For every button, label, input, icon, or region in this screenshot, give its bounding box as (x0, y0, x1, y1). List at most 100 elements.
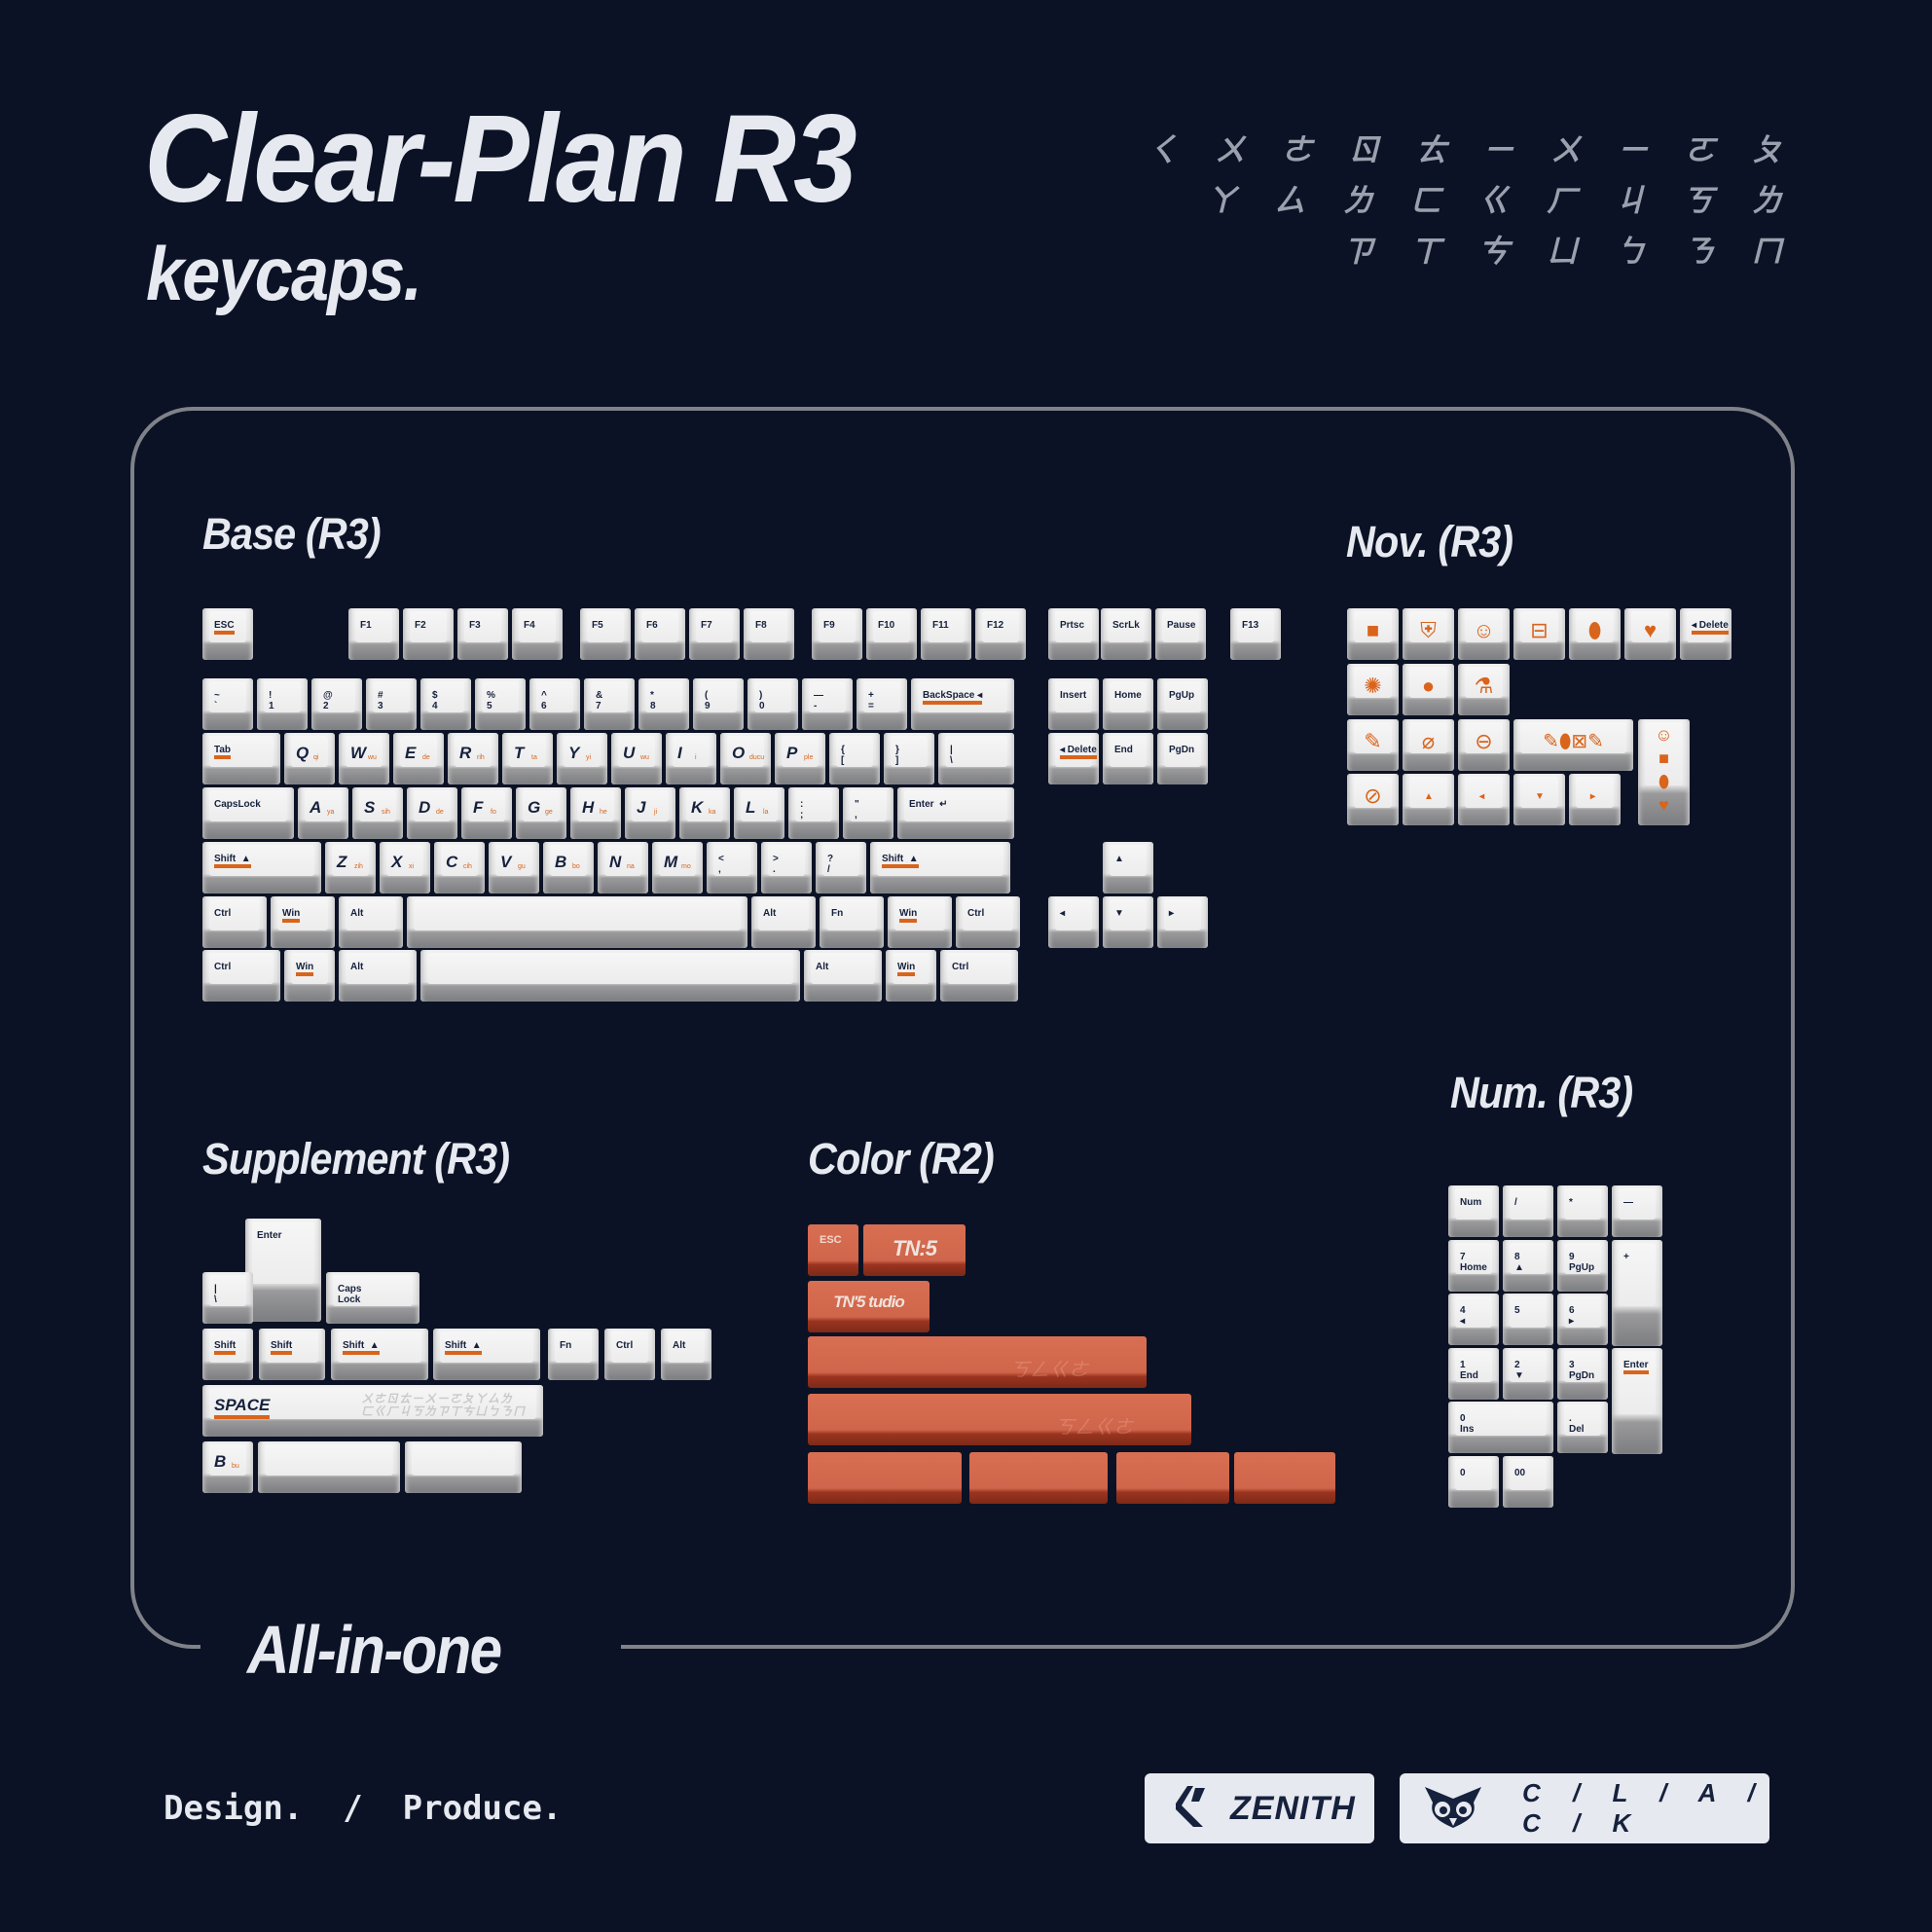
color-logo-key[interactable]: TN'5 tudio (808, 1281, 930, 1332)
numpad-key[interactable]: / (1503, 1185, 1553, 1237)
numpad-key[interactable]: * (1557, 1185, 1608, 1237)
keycap-nav[interactable]: PgDn (1157, 733, 1208, 784)
novelty-key[interactable]: ☺ (1458, 608, 1510, 660)
keycap-modifier[interactable]: Win (284, 950, 335, 1002)
keycap-modifier[interactable]: Win (271, 896, 335, 948)
novelty-key[interactable]: ⊖ (1458, 719, 1510, 771)
keycap-modifier[interactable]: Win (886, 950, 936, 1002)
blank-keycap[interactable] (405, 1441, 522, 1493)
keycap-number-row[interactable]: # 3 (366, 678, 417, 730)
keycap-modifier[interactable]: Ctrl (940, 950, 1018, 1002)
numpad-key[interactable]: 9 PgUp (1557, 1240, 1608, 1292)
novelty-key[interactable]: ✎⬮⊠✎ (1513, 719, 1633, 771)
color-logo-key[interactable]: TN:5 (863, 1224, 966, 1276)
novelty-delete-key[interactable]: ◂ Delete (1680, 608, 1732, 660)
keycap-capslock[interactable]: Caps Lock (326, 1272, 419, 1324)
keycap-f-row[interactable]: F11 (921, 608, 971, 660)
numpad-key[interactable]: 1 End (1448, 1348, 1499, 1400)
novelty-key[interactable]: ⊟ (1513, 608, 1565, 660)
keycap-z-row[interactable]: ? / (816, 842, 866, 893)
keycap-number-row[interactable]: ( 9 (693, 678, 744, 730)
keycap-modifier[interactable]: Ctrl (202, 950, 280, 1002)
keycap-f-row[interactable]: F12 (975, 608, 1026, 660)
color-esc-key[interactable]: ESC (808, 1224, 858, 1276)
keycap-f-row[interactable]: F1 (348, 608, 399, 660)
keycap-a-row[interactable]: : ; (788, 787, 839, 839)
novelty-key[interactable]: ⚗ (1458, 664, 1510, 715)
keycap-nav[interactable]: Insert (1048, 678, 1099, 730)
keycap-shift[interactable]: Shift (259, 1329, 325, 1380)
numpad-key[interactable]: 3 PgDn (1557, 1348, 1608, 1400)
color-spacebar[interactable]: ㄎㄥㄍㄜ (808, 1394, 1191, 1445)
keycap-nav[interactable]: ◂ Delete (1048, 733, 1099, 784)
keycap-modifier[interactable]: Ctrl (202, 896, 267, 948)
keycap-f-row[interactable]: F3 (457, 608, 508, 660)
keycap-modifier[interactable]: Ctrl (604, 1329, 655, 1380)
keycap-f-row[interactable]: F10 (866, 608, 917, 660)
novelty-key[interactable]: ● (1403, 664, 1454, 715)
keycap-f-row[interactable]: F4 (512, 608, 563, 660)
keycap-number-row[interactable]: * 8 (638, 678, 689, 730)
keycap-modifier[interactable]: Alt (339, 950, 417, 1002)
keycap-number-row[interactable]: @ 2 (311, 678, 362, 730)
keycap-f-row[interactable]: ESC (202, 608, 253, 660)
keycap-f-row[interactable]: Pause (1155, 608, 1206, 660)
numpad-key[interactable]: Num (1448, 1185, 1499, 1237)
keycap-number-row[interactable]: ^ 6 (529, 678, 580, 730)
spacebar[interactable] (420, 950, 800, 1002)
keycap-shift[interactable]: Shift ▲ (433, 1329, 540, 1380)
novelty-key[interactable]: ✎ (1347, 719, 1399, 771)
novelty-vertical-key[interactable]: ☺■⬮♥ (1638, 719, 1690, 825)
keycap-number-row[interactable]: BackSpace ◂ (911, 678, 1014, 730)
keycap-f-row[interactable]: F8 (744, 608, 794, 660)
keycap-f-row[interactable]: F5 (580, 608, 631, 660)
keycap-number-row[interactable]: & 7 (584, 678, 635, 730)
keycap-number-row[interactable]: ~ ` (202, 678, 253, 730)
keycap-number-row[interactable]: ) 0 (747, 678, 798, 730)
keycap-z-row[interactable]: > . (761, 842, 812, 893)
claack-brand-badge[interactable]: C / L / A / C / K (1400, 1773, 1769, 1843)
keycap-number-row[interactable]: — - (802, 678, 853, 730)
numpad-key[interactable]: 6 ▸ (1557, 1294, 1608, 1345)
arrow-right-key[interactable]: ▸ (1157, 896, 1208, 948)
zenith-brand-badge[interactable]: ZENITH (1145, 1773, 1374, 1843)
keycap-f-row[interactable]: F6 (635, 608, 685, 660)
keycap-z-row[interactable]: Shift ▲ (870, 842, 1010, 893)
color-modifier-key[interactable] (1116, 1452, 1229, 1504)
keycap-z-row[interactable]: Shift ▲ (202, 842, 321, 893)
numpad-key[interactable]: 5 (1503, 1294, 1553, 1345)
keycap-modifier[interactable]: Alt (804, 950, 882, 1002)
numpad-key[interactable]: 8 ▲ (1503, 1240, 1553, 1292)
keycap-q-row[interactable]: { [ (829, 733, 880, 784)
keycap-q-row[interactable]: Tab (202, 733, 280, 784)
keycap-modifier[interactable]: Alt (339, 896, 403, 948)
keycap-modifier[interactable]: Alt (661, 1329, 711, 1380)
keycap-modifier[interactable]: Win (888, 896, 952, 948)
numpad-key[interactable]: — (1612, 1185, 1662, 1237)
novelty-arrow-key[interactable]: ▼ (1513, 774, 1565, 825)
numpad-key[interactable]: 0 (1448, 1456, 1499, 1508)
keycap-q-row[interactable]: } ] (884, 733, 934, 784)
keycap-modifier[interactable]: Fn (820, 896, 884, 948)
keycap-z-row[interactable]: < , (707, 842, 757, 893)
keycap-a-row[interactable]: CapsLock (202, 787, 294, 839)
arrow-down-key[interactable]: ▼ (1103, 896, 1153, 948)
novelty-key[interactable]: ■ (1347, 608, 1399, 660)
